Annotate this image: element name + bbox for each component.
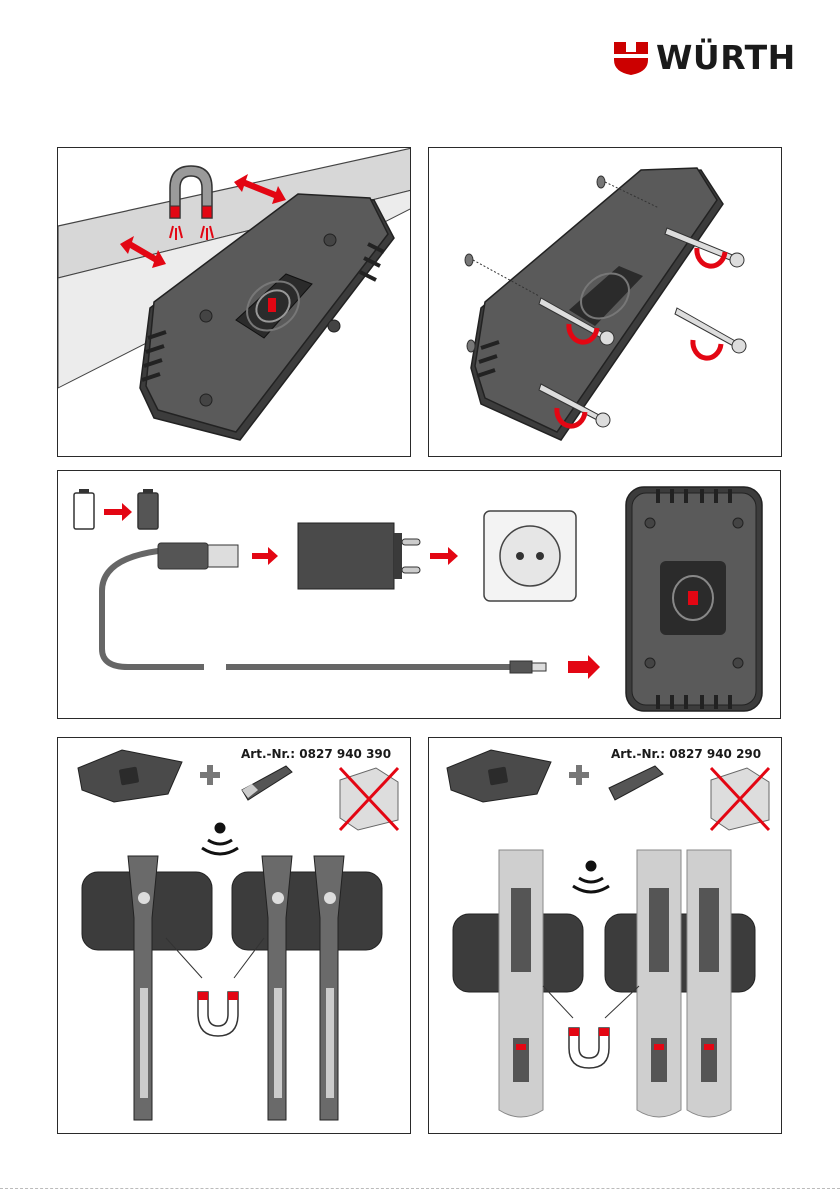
panel-charging: [57, 470, 781, 719]
wurth-logo: WÜRTH: [612, 38, 812, 78]
torch-icon: [637, 850, 681, 1117]
torch-icon: [128, 856, 158, 1120]
torch-icon: [314, 856, 344, 1120]
magnet-icon: [166, 938, 264, 1036]
arrow-icon: [104, 503, 132, 521]
arrow-icon: [568, 655, 600, 679]
wireless-signal-icon: [573, 862, 609, 892]
charging-pad-device: [447, 750, 551, 802]
brand-name: WÜRTH: [656, 40, 796, 76]
no-packaging-icon: [711, 768, 769, 830]
charging-pad-device: [471, 168, 723, 440]
panel-screw-mounting: [428, 147, 782, 457]
page-divider: [0, 1188, 840, 1189]
panel-magnet-mounting: [57, 147, 411, 457]
wireless-signal-icon: [202, 824, 238, 854]
panel-compatible-lamp-b: Art.-Nr.: 0827 940 290: [428, 737, 782, 1134]
torch-icon: [499, 850, 543, 1117]
torch-icon: [242, 766, 292, 800]
torch-icon: [262, 856, 292, 1120]
torch-icon: [609, 766, 663, 800]
torch-icon: [687, 850, 731, 1117]
magnet-icon: [543, 986, 639, 1068]
battery-empty-icon: [74, 489, 94, 529]
arrow-icon: [430, 547, 458, 565]
plus-icon: [569, 765, 589, 785]
wurth-logo-mark-icon: [612, 38, 650, 76]
charging-pad-device: [232, 872, 382, 950]
wall-plug: [597, 176, 605, 188]
arrow-icon: [252, 547, 278, 565]
power-adapter-icon: [298, 523, 420, 589]
charging-pad-device: [78, 750, 182, 802]
wall-socket-icon: [484, 511, 576, 601]
plus-icon: [200, 765, 220, 785]
charging-pad-device: [626, 487, 762, 711]
panel-compatible-lamp-a: Art.-Nr.: 0827 940 390: [57, 737, 411, 1134]
battery-full-icon: [138, 489, 158, 529]
wall-plug: [467, 340, 475, 352]
wall-plug: [465, 254, 473, 266]
no-packaging-icon: [340, 768, 398, 830]
